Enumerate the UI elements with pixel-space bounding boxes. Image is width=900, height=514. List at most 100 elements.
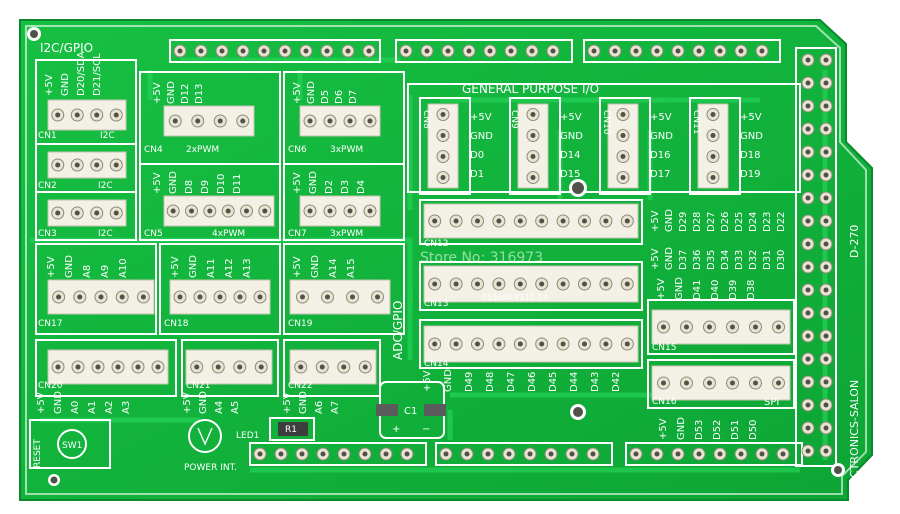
cn12-pin-label: +5V bbox=[650, 210, 661, 232]
cn7-tag: 3xPWM bbox=[330, 229, 363, 239]
cn5-pin-label: GND bbox=[168, 171, 179, 194]
cn21-pin-label: GND bbox=[198, 391, 209, 414]
cn8-pin-label: D0 bbox=[470, 150, 484, 161]
cn2-label: CN2 bbox=[38, 181, 57, 191]
cn9-label: CN9 bbox=[509, 110, 519, 129]
silkscreen-connector-boxes bbox=[29, 59, 801, 469]
cn14-pin-label: D49 bbox=[464, 372, 475, 392]
cn12-pin-label: D27 bbox=[706, 212, 717, 232]
cn9-pin-label: D15 bbox=[560, 169, 580, 180]
cn6-pin-label: +5V bbox=[292, 82, 303, 104]
cn16-housing bbox=[651, 365, 791, 401]
cn8-pin-label: D1 bbox=[470, 169, 484, 180]
cn19-pin-label: +5V bbox=[292, 256, 303, 278]
cn16-pin-label: D50 bbox=[748, 420, 759, 440]
cn6-tag: 3xPWM bbox=[330, 145, 363, 155]
cn17-label: CN17 bbox=[38, 319, 62, 329]
capacitor-c1 bbox=[376, 404, 446, 416]
cn1-pin-label: D21/SCL bbox=[92, 53, 103, 96]
cn12-pin-label: GND bbox=[664, 209, 675, 232]
cn17-pin-label: A10 bbox=[118, 258, 129, 278]
top-header-strips bbox=[169, 39, 781, 63]
cn12-pin-label: D22 bbox=[776, 212, 787, 232]
maker-label: ELECTRONICS-SALON bbox=[848, 380, 861, 498]
cn9-pin-label: D14 bbox=[560, 150, 580, 161]
cn18-pin-label: +5V bbox=[170, 256, 181, 278]
model-label: D-270 bbox=[848, 225, 861, 258]
cn7-pin-label: D2 bbox=[324, 180, 335, 194]
cn12-pin-label: D23 bbox=[762, 212, 773, 232]
cn9-pin-label: GND bbox=[560, 131, 583, 142]
cn13-pin-label: GND bbox=[664, 247, 675, 270]
cn14-pin-label: D43 bbox=[590, 372, 601, 392]
cn21-label: CN21 bbox=[186, 381, 210, 391]
cn20-pin-label: +5V bbox=[36, 392, 47, 414]
cn16-label: CN16 bbox=[652, 397, 677, 407]
cn7-label: CN7 bbox=[288, 229, 307, 239]
part-code: 05334A-Y112-14 bbox=[482, 293, 548, 302]
reset-label: RESET bbox=[33, 439, 43, 468]
cn13-pin-label: D34 bbox=[720, 250, 731, 270]
board-title: GENERAL PURPOSE I/O bbox=[462, 82, 599, 96]
cn5-tag: 4xPWM bbox=[212, 229, 245, 239]
cn7-pin-label: GND bbox=[308, 171, 319, 194]
cn2-tag: I2C bbox=[98, 181, 113, 191]
cn20-pin-label: A0 bbox=[70, 401, 81, 414]
cn4-pin-label: D13 bbox=[194, 84, 205, 104]
cn17-pin-label: A8 bbox=[82, 265, 93, 278]
cn15-housing bbox=[651, 309, 791, 345]
adc-gpio-label: ADC/GPIO bbox=[391, 301, 405, 360]
pin-header-housings bbox=[47, 99, 791, 401]
cn14-pin-label: D44 bbox=[569, 372, 580, 392]
cn13-pin-label: D35 bbox=[706, 250, 717, 270]
cn20-label: CN20 bbox=[38, 381, 63, 391]
cn15-pin-label: D40 bbox=[710, 280, 721, 300]
cn7-pin-label: D3 bbox=[340, 180, 351, 194]
cn20-housing bbox=[47, 349, 169, 385]
cn10-label: CN10 bbox=[601, 110, 611, 135]
silkscreen-labels: GENERAL PURPOSE I/O I2C/GPIO D-270 ELECT… bbox=[33, 41, 861, 498]
cn20-pin-label: GND bbox=[53, 391, 64, 414]
resistor-r1 bbox=[278, 422, 308, 436]
cn14-pin-label: D45 bbox=[548, 372, 559, 392]
c1-label: C1 bbox=[404, 406, 417, 417]
cn12-label: CN12 bbox=[424, 239, 448, 249]
cn1-pin-label: +5V bbox=[44, 74, 55, 96]
cn19-pin-label: A15 bbox=[346, 258, 357, 278]
bottom-header-strips bbox=[249, 442, 803, 466]
r1-label: R1 bbox=[285, 425, 297, 435]
cn1-pin-label: GND bbox=[60, 73, 71, 96]
cn21-pin-label: A4 bbox=[214, 401, 225, 414]
cn18-label: CN18 bbox=[164, 319, 189, 329]
cn20-pin-label: A2 bbox=[104, 401, 115, 414]
cn1-pin-label: D20/SDA bbox=[76, 51, 87, 96]
cn22-pin-label: A7 bbox=[330, 401, 341, 414]
cn16-pin-label: D51 bbox=[730, 420, 741, 440]
cn13-pin-label: D33 bbox=[734, 250, 745, 270]
cn12-pin-label: D29 bbox=[678, 212, 689, 232]
cn4-tag: 2xPWM bbox=[186, 145, 219, 155]
cn13-pin-label: D36 bbox=[692, 250, 703, 270]
cn11-label: CN11 bbox=[691, 110, 701, 134]
cn4-pin-label: +5V bbox=[152, 82, 163, 104]
cn14-pin-label: +5V bbox=[422, 370, 433, 392]
power-symbol-icon bbox=[197, 427, 213, 446]
cn10-pin-label: D17 bbox=[650, 169, 670, 180]
cn10-pin-label: GND bbox=[650, 131, 673, 142]
cn7-pin-label: D4 bbox=[356, 180, 367, 194]
cn5-pin-label: D11 bbox=[232, 174, 243, 194]
cn14-label: CN14 bbox=[424, 359, 449, 369]
cn1-label: CN1 bbox=[38, 131, 57, 141]
cn22-pin-label: GND bbox=[298, 391, 309, 414]
cn4-label: CN4 bbox=[144, 145, 163, 155]
cn8-pin-label: GND bbox=[470, 131, 493, 142]
cn22-pin-label: A6 bbox=[314, 401, 325, 414]
cn14-pin-label: D46 bbox=[527, 372, 538, 392]
cn5-pin-label: +5V bbox=[152, 172, 163, 194]
cn15-pin-label: GND bbox=[674, 277, 685, 300]
cn3-label: CN3 bbox=[38, 229, 57, 239]
cn5-pin-label: D10 bbox=[216, 174, 227, 194]
cn21-pin-label: +5V bbox=[182, 392, 193, 414]
